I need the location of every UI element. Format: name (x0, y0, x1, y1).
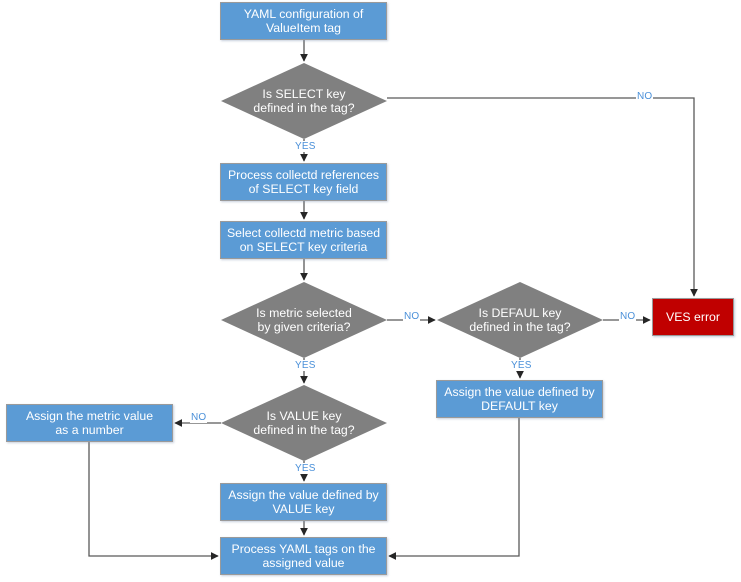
node-text-line: of SELECT key field (248, 182, 359, 196)
node-text-line: Select collectd metric based (226, 225, 381, 240)
node-text-line: assigned value (262, 556, 345, 570)
node-text-line: as a number (55, 423, 124, 437)
node-label-ves-error: VES error (666, 310, 720, 325)
edge-label-metric-yes: YES (294, 360, 317, 371)
node-text-line: ValueItem tag (266, 21, 341, 35)
node-text-line: defined in the tag? (253, 101, 355, 115)
node-text-line: YAML configuration of (243, 6, 364, 21)
edge-label-select-no: NO (636, 91, 654, 102)
edge-label-default-yes: YES (510, 360, 533, 371)
edge-select-no-to-error (387, 97, 698, 297)
node-text-line: Is SELECT key (262, 86, 346, 101)
edge-label-value-no: NO (190, 412, 208, 423)
edge-label-value-yes: YES (294, 463, 317, 474)
node-text-line: defined in the tag? (253, 423, 355, 437)
edge-label-default-no: NO (619, 311, 637, 322)
node-text-line: VES error (666, 309, 720, 324)
node-text-line: Assign the metric value (25, 408, 154, 423)
node-text-line: on SELECT key criteria (239, 240, 368, 254)
node-text-line: VALUE key (272, 502, 335, 516)
node-text-line: Process collectd references (227, 167, 380, 182)
node-text-line: Process YAML tags on the (231, 541, 376, 556)
edge-label-metric-no: NO (403, 311, 421, 322)
node-text-line: Is DEFAUL key (478, 305, 562, 320)
edge-label-select-yes: YES (294, 141, 317, 152)
edge-number-to-processyaml (88, 442, 219, 560)
node-text-line: Is metric selected (256, 305, 352, 320)
node-text-line: Assign the value defined by (228, 487, 379, 502)
node-text-line: DEFAULT key (481, 399, 558, 413)
node-ves-error: VES error (652, 298, 734, 336)
node-text-line: Is VALUE key (266, 408, 342, 423)
node-text-line: Assign the value defined by (444, 384, 595, 399)
edge-assigndefault-to-processyaml (388, 418, 520, 560)
node-text-line: defined in the tag? (469, 320, 571, 334)
node-text-line: by given criteria? (257, 320, 351, 334)
